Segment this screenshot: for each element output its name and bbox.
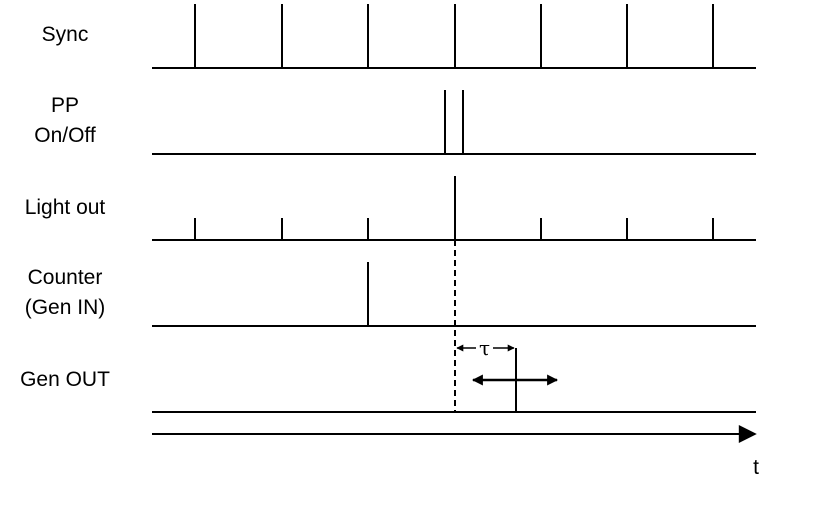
- light-out-waveform: [152, 176, 756, 241]
- pp-label-line2: On/Off: [34, 124, 96, 147]
- sync-waveform: [152, 4, 756, 69]
- pp-label-line1: PP: [50, 94, 79, 117]
- counter-label-line2: (Gen IN): [24, 296, 106, 319]
- pp-waveform: [152, 90, 756, 155]
- time-axis-label: t: [753, 456, 759, 479]
- gen-out-label: Gen OUT: [20, 368, 110, 391]
- signal-label-counter: Counter (Gen IN): [0, 263, 130, 323]
- counter-label-line1: Counter: [27, 266, 103, 289]
- signal-label-gen-out: Gen OUT: [0, 365, 130, 395]
- delay-arrow: τ: [456, 336, 515, 360]
- delay-label: τ: [479, 336, 490, 360]
- signal-label-pp: PP On/Off: [0, 91, 130, 151]
- signal-label-sync: Sync: [0, 20, 130, 50]
- signal-label-light-out: Light out: [0, 193, 130, 223]
- sync-label: Sync: [41, 23, 89, 46]
- light-out-label: Light out: [24, 196, 106, 219]
